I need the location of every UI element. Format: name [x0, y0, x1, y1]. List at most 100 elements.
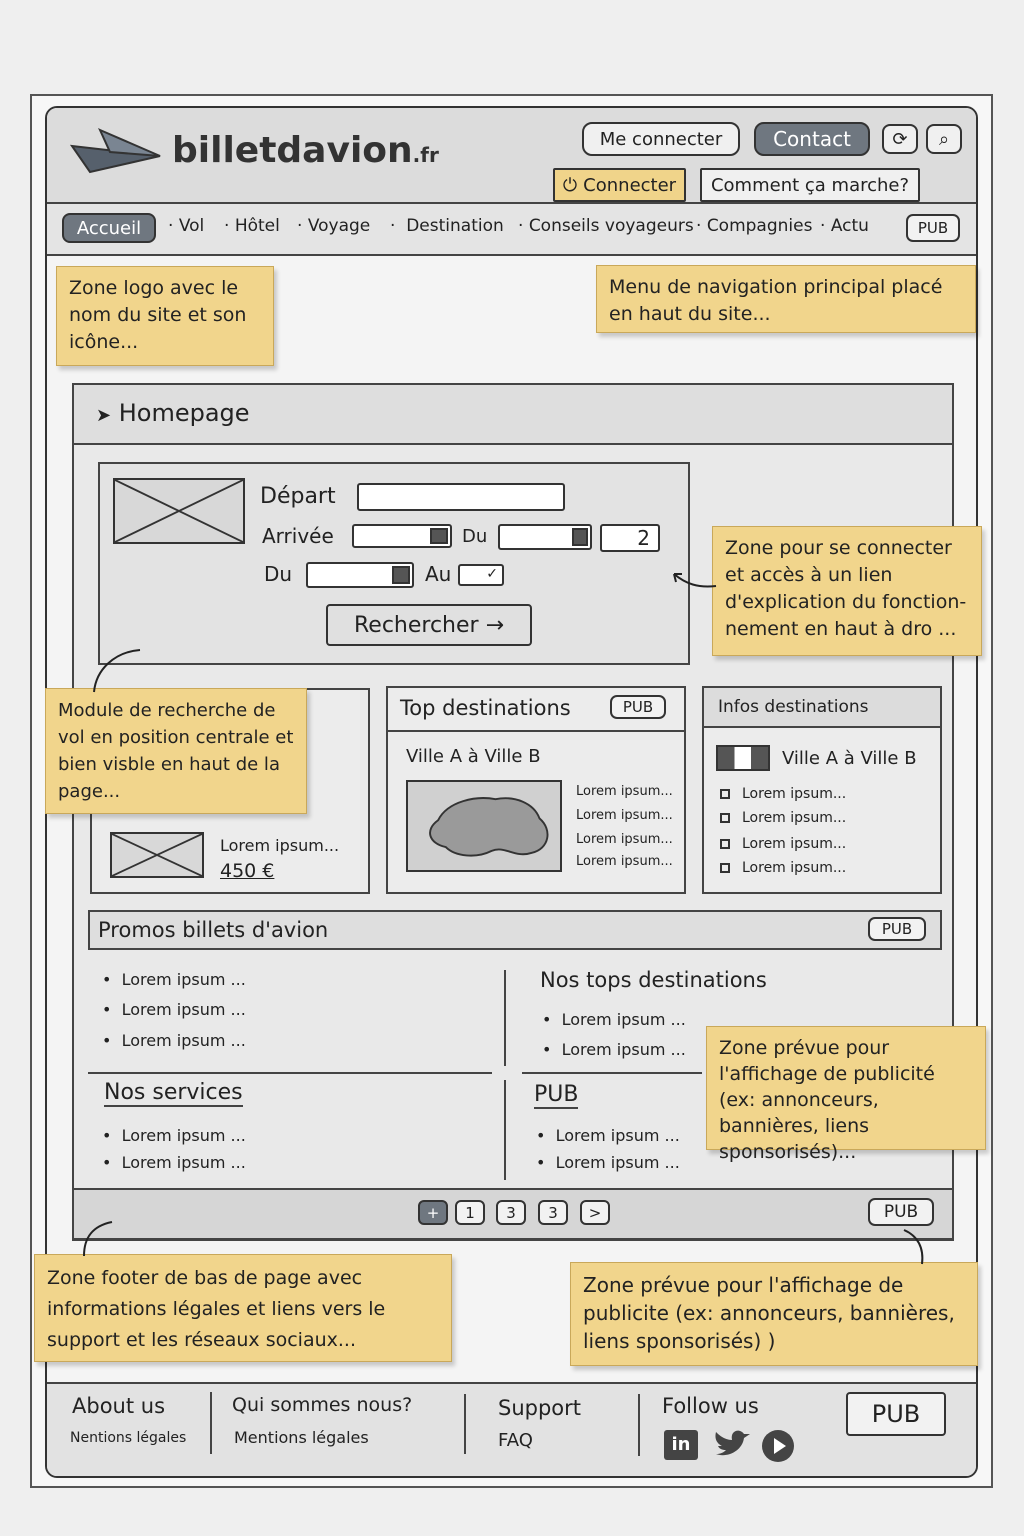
infos-dest-item[interactable]: Lorem ipsum... [720, 860, 846, 876]
depart-label: Départ [260, 484, 336, 509]
tops-list-item[interactable]: • Lorem ipsum ... [542, 1040, 686, 1059]
logo-tld: .fr [412, 143, 439, 167]
how-it-works-link[interactable]: Comment ça marche? [700, 168, 920, 202]
promos-pub-badge[interactable]: PUB [868, 917, 926, 941]
search-button[interactable]: Rechercher → [326, 604, 532, 646]
item-label: Lorem ipsum... [742, 860, 847, 876]
contact-button[interactable]: Contact [754, 122, 870, 156]
services-title: Nos services [104, 1080, 243, 1107]
pub-title: PUB [534, 1082, 579, 1109]
nav-item-actu[interactable]: · Actu [820, 216, 869, 236]
promo-list-item[interactable]: • Lorem ipsum ... [102, 1031, 246, 1050]
footer-about-title[interactable]: About us [72, 1394, 166, 1418]
du-label-2: Du [264, 562, 293, 586]
paper-plane-icon [69, 128, 161, 174]
page-button[interactable]: 3 [496, 1200, 526, 1225]
arrow-search-icon [93, 649, 141, 693]
top-dest-item[interactable]: Lorem ipsum... [576, 832, 673, 847]
au-select[interactable]: ✓ [458, 564, 504, 586]
flag-icon [716, 745, 770, 771]
nav-item-conseils[interactable]: · Conseils voyageurs [518, 216, 694, 236]
date-from-input[interactable] [498, 524, 592, 550]
search-icon[interactable]: ⌕ [926, 124, 962, 154]
arrow-connect-icon [673, 573, 717, 588]
linkedin-icon[interactable]: in [664, 1430, 698, 1460]
passengers-value: 2 [637, 526, 650, 550]
item-label: Lorem ipsum ... [561, 1010, 686, 1029]
pagination-pub-badge[interactable]: PUB [868, 1198, 934, 1226]
au-label: Au [425, 562, 452, 586]
arrivee-label: Arrivée [262, 524, 334, 548]
services-list-item[interactable]: • Lorem ipsum ... [102, 1126, 246, 1145]
page-button[interactable]: 1 [455, 1200, 485, 1225]
nav-item-destination[interactable]: · Destination [390, 216, 504, 236]
footer-faq-link[interactable]: FAQ [498, 1430, 533, 1451]
footer-support-title[interactable]: Support [498, 1396, 582, 1420]
connect-button[interactable]: ⏻Connecter [553, 168, 686, 202]
date-input[interactable] [306, 562, 414, 588]
footer-qui-link[interactable]: Mentions légales [234, 1428, 369, 1447]
top-dest-item[interactable]: Lorem ipsum... [576, 784, 673, 799]
nav-item-vol[interactable]: · Vol [168, 216, 205, 236]
promos-bar [88, 910, 942, 950]
youtube-icon[interactable] [760, 1428, 796, 1464]
page-title: Homepage [118, 399, 250, 427]
power-icon: ⏻ [562, 174, 578, 196]
top-dest-route: Ville A à Ville B [406, 746, 541, 767]
item-label: Lorem ipsum ... [121, 1153, 246, 1172]
checkbox-icon[interactable] [720, 863, 730, 873]
footer-about-link[interactable]: Nentions légales [70, 1430, 187, 1446]
item-label: Lorem ipsum ... [561, 1040, 686, 1059]
services-list-item[interactable]: • Lorem ipsum ... [102, 1153, 246, 1172]
infos-dest-item[interactable]: Lorem ipsum... [720, 836, 846, 852]
promo-list-item[interactable]: • Lorem ipsum ... [102, 970, 246, 989]
nav-item-voyage[interactable]: · Voyage [297, 216, 371, 236]
breadcrumb: ➤ Homepage [96, 399, 250, 427]
depart-input[interactable] [357, 483, 565, 511]
promo-text: Lorem ipsum... [220, 836, 340, 855]
passengers-input[interactable]: 2 [600, 524, 660, 552]
page-add-button[interactable]: + [418, 1200, 448, 1225]
note-search: Module de recherche de vol en position c… [45, 688, 307, 814]
nav-item-accueil[interactable]: Accueil [62, 213, 156, 243]
logo[interactable]: billetdavion.fr [172, 130, 439, 171]
infos-dest-route: Ville A à Ville B [782, 748, 917, 769]
infos-dest-item[interactable]: Lorem ipsum... [720, 810, 846, 826]
note-footer: Zone footer de bas de page avec informat… [34, 1254, 452, 1362]
nav-label: Hôtel [234, 216, 280, 236]
page-next-button[interactable]: > [580, 1200, 610, 1225]
nav-label: Conseils voyageurs [528, 216, 694, 236]
item-label: Lorem ipsum... [742, 810, 847, 826]
pub-list-item[interactable]: • Lorem ipsum ... [536, 1153, 680, 1172]
item-label: Lorem ipsum ... [121, 1000, 246, 1019]
tops-list-item[interactable]: • Lorem ipsum ... [542, 1010, 686, 1029]
footer-divider [638, 1394, 640, 1456]
top-dest-item[interactable]: Lorem ipsum... [576, 854, 673, 869]
checkbox-icon[interactable] [720, 789, 730, 799]
note-connect: Zone pour se connecter et accès à un lie… [712, 526, 982, 656]
nav-item-hotel[interactable]: · Hôtel [224, 216, 280, 236]
nav-label: Destination [406, 216, 504, 236]
refresh-icon[interactable]: ⟳ [882, 124, 918, 154]
top-dest-item[interactable]: Lorem ipsum... [576, 808, 673, 823]
footer-qui-title[interactable]: Qui sommes nous? [232, 1394, 413, 1416]
nav-pub-badge[interactable]: PUB [906, 214, 960, 242]
promo-list-item[interactable]: • Lorem ipsum ... [102, 1000, 246, 1019]
column-divider [504, 1080, 506, 1180]
pub-list-item[interactable]: • Lorem ipsum ... [536, 1126, 680, 1145]
nav-item-compagnies[interactable]: · Compagnies [696, 216, 813, 236]
login-link[interactable]: Me connecter [582, 122, 740, 156]
nav-label: Voyage [307, 216, 371, 236]
checkbox-icon[interactable] [720, 813, 730, 823]
promo-price[interactable]: 450 € [220, 860, 275, 882]
top-dest-pub-badge[interactable]: PUB [610, 695, 666, 719]
arrivee-select[interactable] [352, 524, 452, 548]
promo-image-placeholder [110, 832, 204, 878]
footer-pub-badge[interactable]: PUB [846, 1392, 946, 1436]
checkbox-icon[interactable] [720, 839, 730, 849]
nav-label: Compagnies [706, 216, 813, 236]
twitter-icon[interactable] [712, 1428, 752, 1462]
infos-dest-item[interactable]: Lorem ipsum... [720, 786, 846, 802]
page-button[interactable]: 3 [538, 1200, 568, 1225]
site-footer [47, 1382, 976, 1476]
